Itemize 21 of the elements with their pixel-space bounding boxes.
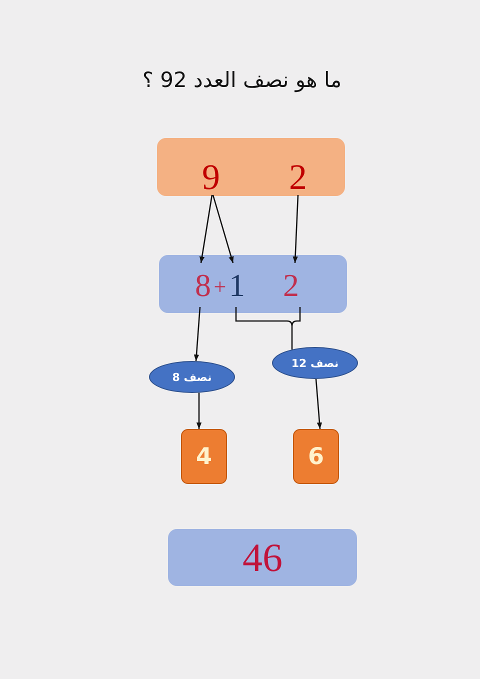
number-tile: 6 [293, 429, 339, 484]
digit: 8 [195, 263, 211, 307]
number-panel [159, 255, 347, 313]
number-panel [157, 138, 345, 196]
number-tile: 4 [181, 429, 227, 484]
digit: 2 [283, 263, 299, 307]
arrow [292, 194, 299, 264]
plus-sign: + [214, 276, 226, 298]
bracket-connector [235, 306, 301, 350]
digit: 9 [202, 159, 220, 195]
digit: 1 [229, 263, 245, 307]
digit: 2 [289, 159, 307, 195]
arrow [194, 306, 201, 362]
arrow [196, 392, 202, 429]
result-panel: 46 [168, 529, 357, 586]
question-title: ما هو نصف العدد 92 ؟ [142, 67, 342, 94]
step-ellipse: نصف 8 [149, 361, 235, 393]
arrow [212, 194, 234, 264]
step-ellipse: نصف 12 [272, 347, 358, 379]
arrow [199, 194, 213, 264]
arrow [315, 378, 322, 430]
